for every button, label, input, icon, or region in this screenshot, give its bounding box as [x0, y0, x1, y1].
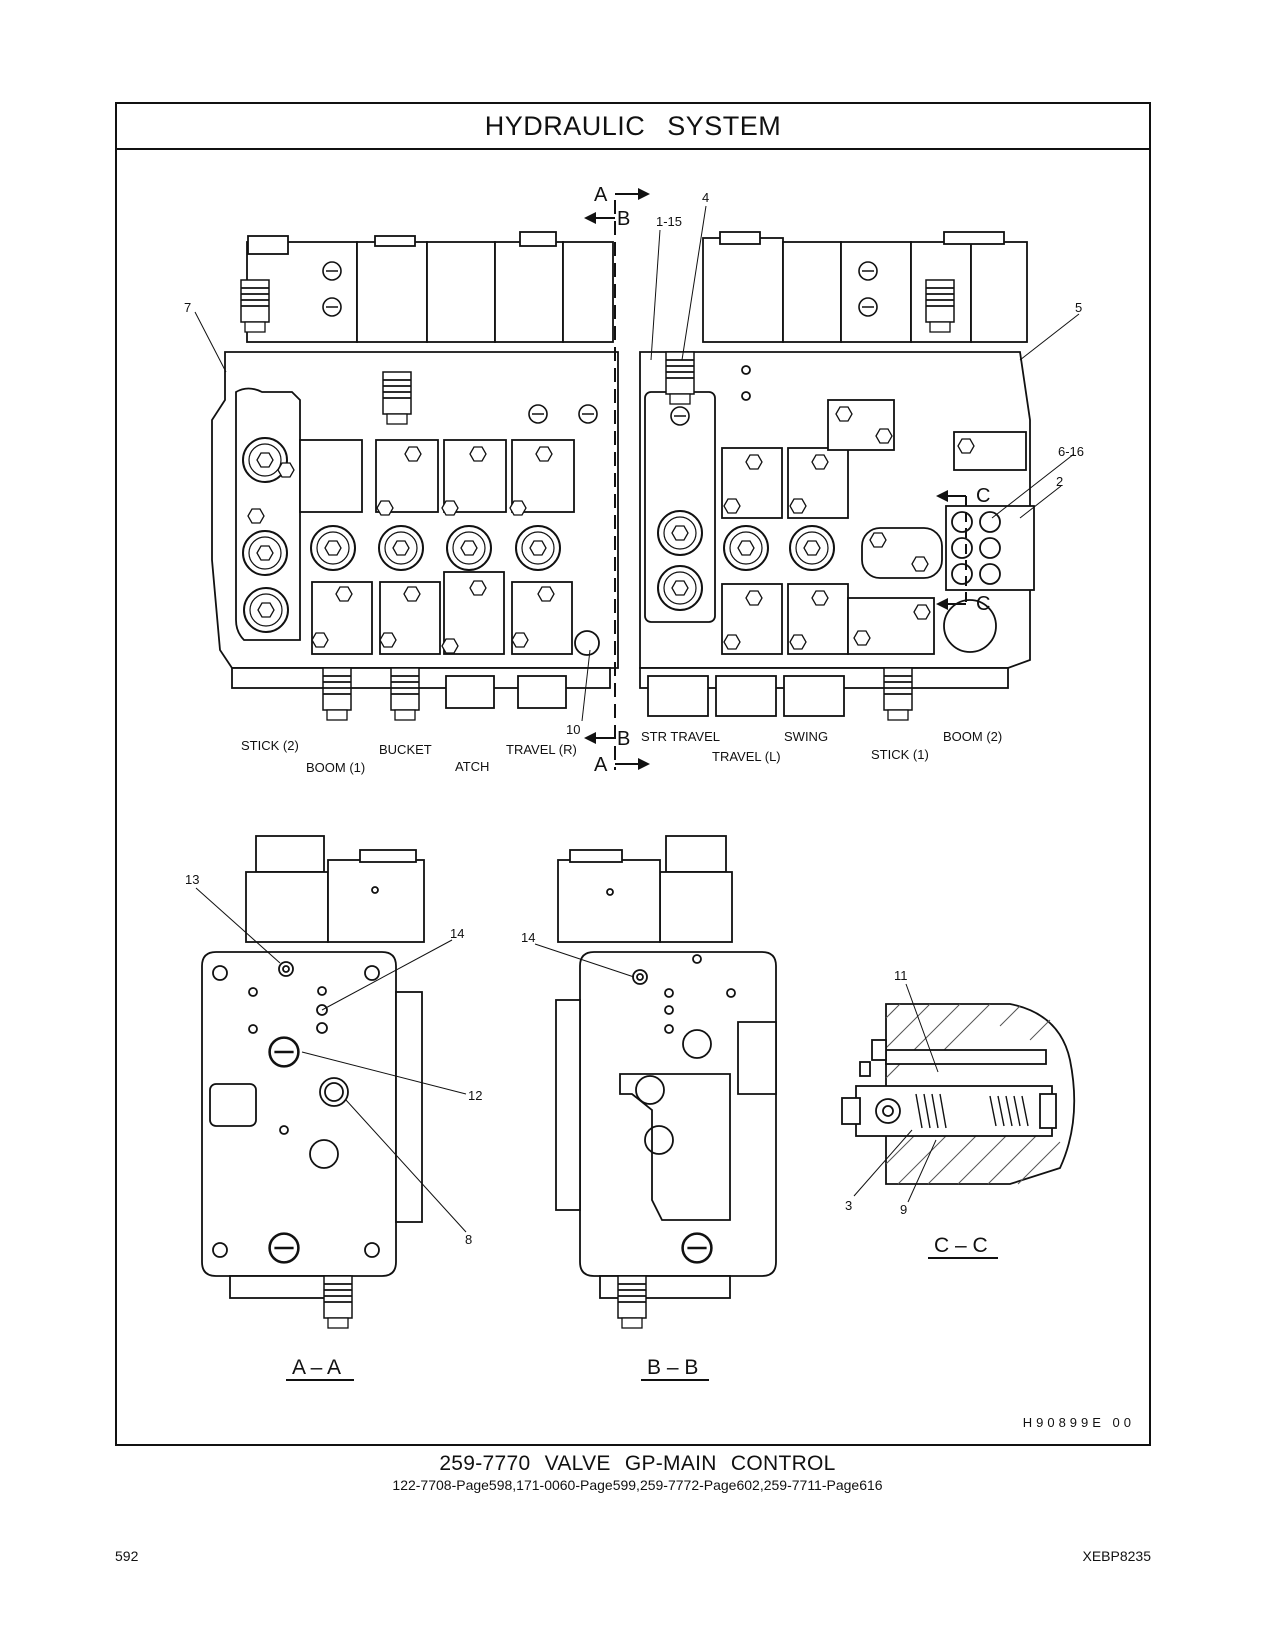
callout-7: 7 — [184, 300, 191, 315]
callout-9: 9 — [900, 1202, 907, 1217]
section-cut-line: A B B A — [584, 184, 650, 776]
callout-13: 13 — [185, 872, 199, 887]
drawing-frame: HYDRAULIC SYSTEM H90899E 00 — [115, 102, 1151, 1446]
callout-5: 5 — [1075, 300, 1082, 315]
section-a-a-view — [201, 835, 425, 1329]
valve-drawing: A B B A C C 1-15 4 7 5 6-16 2 10 STICK (… — [184, 184, 1084, 1381]
callout-12: 12 — [468, 1088, 482, 1103]
section-mark-b-bottom: B — [617, 728, 630, 750]
callouts-top: 1-15 4 7 5 6-16 2 10 — [184, 190, 1084, 737]
page-number: 592 — [115, 1548, 139, 1564]
label-stick-2: STICK (2) — [241, 738, 299, 753]
main-valve-top-view — [211, 231, 619, 721]
callout-10: 10 — [566, 722, 580, 737]
figure-caption-title: 259-7770 VALVE GP-MAIN CONTROL — [439, 1452, 836, 1475]
label-bucket: BUCKET — [379, 742, 432, 757]
leader-lines-top — [194, 205, 1080, 722]
callout-8: 8 — [465, 1232, 472, 1247]
section-mark-a-bottom: A — [594, 754, 608, 776]
label-swing: SWING — [784, 729, 828, 744]
section-mark-a-top: A — [594, 184, 608, 206]
section-mark-b-top: B — [617, 208, 630, 230]
leader-lines-lower — [195, 887, 939, 1233]
label-str-travel: STR TRAVEL — [641, 729, 720, 744]
callout-2: 2 — [1056, 474, 1063, 489]
valve-labels: STICK (2) BOOM (1) BUCKET ATCH TRAVEL (R… — [241, 729, 1002, 775]
section-b-b-view — [555, 835, 777, 1329]
page-title: HYDRAULIC SYSTEM — [117, 104, 1149, 150]
callout-4: 4 — [702, 190, 709, 205]
callout-14-b: 14 — [521, 930, 535, 945]
label-boom-1: BOOM (1) — [306, 760, 365, 775]
main-valve-top-view-right — [639, 231, 1035, 721]
label-boom-2: BOOM (2) — [943, 729, 1002, 744]
section-c-c-view — [841, 1003, 1076, 1185]
callout-14-a: 14 — [450, 926, 464, 941]
label-travel-l: TRAVEL (L) — [712, 749, 781, 764]
callouts-lower: 13 14 14 12 8 11 3 9 — [185, 872, 908, 1247]
label-stick-1: STICK (1) — [871, 747, 929, 762]
label-atch: ATCH — [455, 759, 489, 774]
callout-11: 11 — [894, 968, 908, 983]
callout-3: 3 — [845, 1198, 852, 1213]
callout-1-15: 1-15 — [656, 214, 682, 229]
section-title-a-a: A – A — [292, 1356, 341, 1379]
section-title-b-b: B – B — [647, 1356, 698, 1379]
section-title-c-c: C – C — [934, 1234, 988, 1257]
section-cut-c: C C — [936, 485, 990, 615]
drawing-number: H90899E 00 — [1022, 1415, 1135, 1430]
section-titles: A – A B – B C – C — [286, 1234, 998, 1381]
callout-6-16: 6-16 — [1058, 444, 1084, 459]
label-travel-r: TRAVEL (R) — [506, 742, 577, 757]
section-mark-c-bottom: C — [976, 593, 990, 615]
section-mark-c-top: C — [976, 485, 990, 507]
figure-caption-references: 122-7708-Page598,171-0060-Page599,259-77… — [392, 1477, 883, 1493]
document-id: XEBP8235 — [1082, 1548, 1152, 1564]
